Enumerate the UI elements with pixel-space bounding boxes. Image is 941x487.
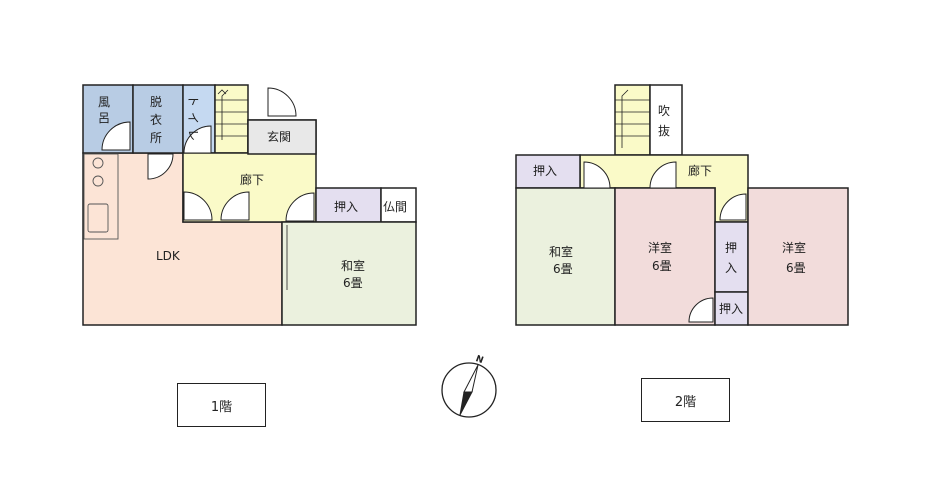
closet-1f	[315, 187, 382, 223]
door-swings-2f	[583, 161, 747, 323]
youshitsu-a-size: 6畳	[652, 259, 672, 273]
door-swings-1f	[101, 87, 315, 222]
stairs-2f-steps-icon	[615, 89, 650, 148]
door-washitsu-icon	[285, 192, 315, 222]
floor1-label-box: 1階	[177, 383, 266, 427]
stairs-steps-icon	[215, 89, 248, 140]
closet-2f-mid-label-1: 押	[725, 241, 737, 255]
entrance-room	[247, 119, 317, 155]
youshitsu-a-label: 洋室	[648, 240, 672, 255]
door-2f-washitsu-icon	[583, 161, 611, 189]
closet-2f-mid	[714, 221, 749, 293]
door-hall-mid-icon	[220, 191, 250, 221]
stairs-1f	[214, 84, 249, 154]
bath-label-1: 風	[98, 95, 110, 109]
kitchen-fixtures-icon	[83, 153, 119, 240]
ldk-label: LDK	[156, 249, 181, 263]
floor2-label-box: 2階	[641, 378, 730, 422]
closet-1f-label: 押入	[334, 200, 358, 214]
compass-icon: N	[441, 354, 497, 418]
washitsu-2f-label: 和室	[549, 244, 573, 259]
door-hall-left-icon	[183, 191, 213, 221]
altar-label: 仏間	[383, 200, 407, 214]
youshitsu-a	[614, 187, 716, 326]
toilet-label-3: レ	[186, 129, 200, 141]
void-2f	[649, 84, 683, 156]
compass-north-label: N	[474, 354, 485, 366]
hallway-2f-label: 廊下	[688, 163, 712, 178]
washitsu-1f-label: 和室	[341, 258, 365, 273]
floor1-label: 1階	[210, 399, 233, 415]
door-toilet-icon	[183, 125, 212, 154]
closet-2f-mid-label-2: 入	[725, 261, 737, 275]
dressing-label-3: 所	[150, 131, 162, 145]
door-2f-youshitsu-b-icon	[719, 193, 747, 221]
void-label-2: 抜	[658, 124, 670, 138]
washitsu-2f	[515, 187, 616, 326]
youshitsu-b-size: 6畳	[786, 261, 806, 275]
youshitsu-b-label: 洋室	[782, 240, 806, 255]
stairs-2f	[614, 84, 651, 156]
floor2-plan: 吹 抜 押入 廊下 和室 6畳 洋室 6畳 押 入 押入 洋室 6畳	[515, 84, 849, 326]
toilet-label-1: ト	[186, 95, 200, 107]
dressing-label-1: 脱	[150, 94, 162, 109]
washitsu-1f-size: 6畳	[343, 276, 363, 290]
closet-2f-left-label: 押入	[533, 164, 557, 178]
door-dressing-icon	[147, 153, 174, 180]
washitsu-1f	[281, 221, 417, 326]
closet-2f-small-label: 押入	[719, 302, 743, 316]
door-bath-icon	[101, 121, 131, 151]
door-entrance-icon	[267, 87, 297, 117]
entrance-label: 玄関	[267, 129, 291, 144]
floor1-plan: 風 呂 脱 衣 所 ト イ レ 玄関 廊下 押入 仏間 LDK 和室 6畳	[82, 84, 417, 326]
washitsu-2f-size: 6畳	[553, 262, 573, 276]
door-2f-closet-small-icon	[688, 297, 714, 323]
youshitsu-b	[747, 187, 849, 326]
door-2f-youshitsu-a-icon	[649, 161, 677, 189]
floor2-label: 2階	[674, 394, 697, 410]
void-label-1: 吹	[658, 104, 670, 118]
bath-label-2: 呂	[98, 111, 110, 125]
hallway-1f-label: 廊下	[240, 172, 264, 187]
closet-2f-small	[714, 291, 749, 326]
dressing-label-2: 衣	[150, 112, 162, 127]
toilet-label-2: イ	[186, 112, 200, 124]
